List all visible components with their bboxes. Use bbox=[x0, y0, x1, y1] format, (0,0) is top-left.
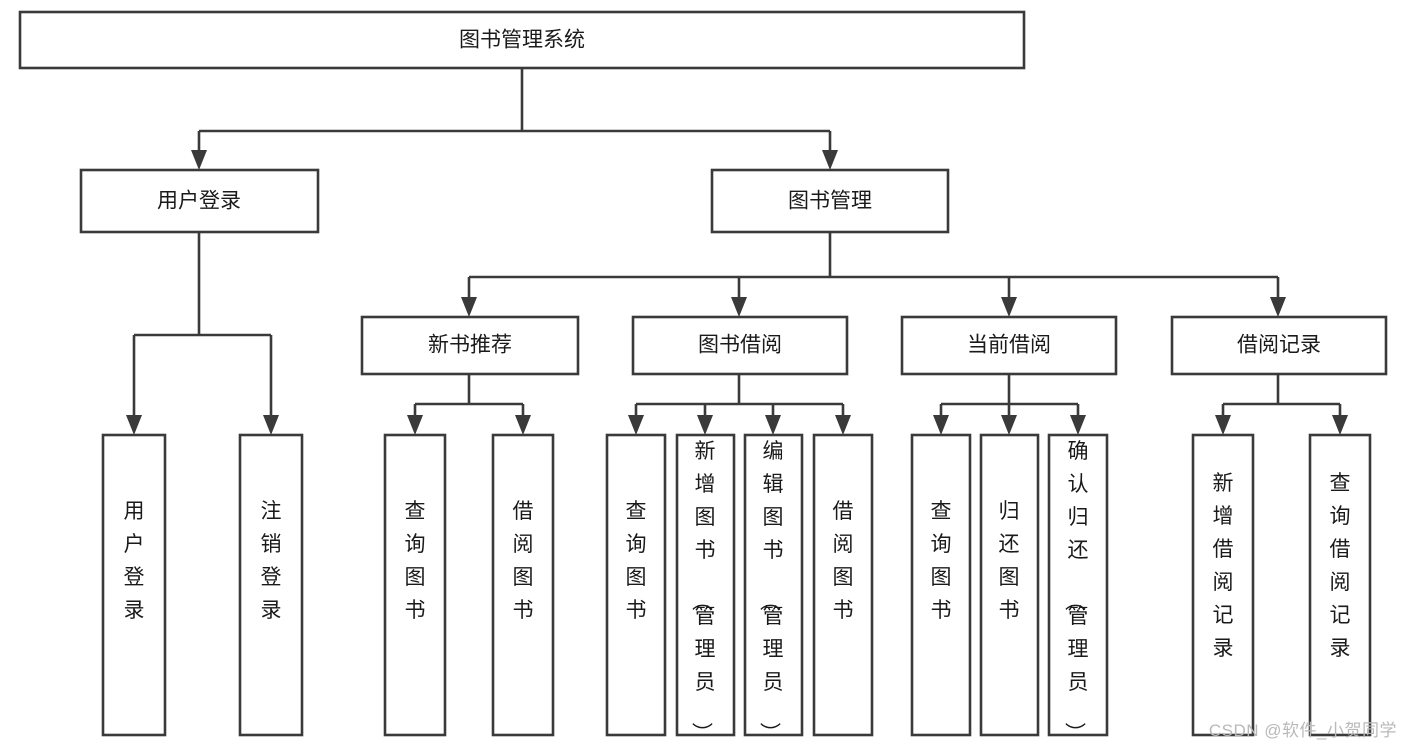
leaf-return-book-box[interactable] bbox=[979, 433, 1040, 737]
leaf-borrow-book-2-label: 借阅图书 bbox=[833, 500, 854, 622]
leaf-user-login-box[interactable] bbox=[101, 433, 167, 737]
connectors bbox=[126, 68, 1348, 435]
leaf-edit-book-box[interactable] bbox=[743, 433, 804, 737]
node-book-manage[interactable]: 图书管理 bbox=[710, 168, 950, 234]
leaf-query-book-1-box[interactable] bbox=[383, 433, 447, 737]
arrow-head-leaf-borrow-book-2 bbox=[835, 415, 851, 435]
node-new-book-rec-box[interactable] bbox=[360, 315, 580, 376]
leaf-query-book-2-box[interactable] bbox=[605, 433, 667, 737]
node-current-borrow-label: 当前借阅 bbox=[967, 334, 1051, 357]
node-root[interactable]: 图书管理系统 bbox=[18, 10, 1026, 70]
arrow-head-book-borrow bbox=[731, 297, 747, 317]
node-borrow-record-box[interactable] bbox=[1170, 315, 1388, 376]
arrow-head-leaf-confirm-return bbox=[1070, 415, 1086, 435]
node-book-borrow-label: 图书借阅 bbox=[698, 334, 782, 357]
arrow-head-current-borrow bbox=[1001, 297, 1017, 317]
leaf-query-book-3-box[interactable] bbox=[910, 433, 972, 737]
leaf-query-book-2[interactable]: 查询图书 bbox=[605, 433, 667, 737]
leaf-borrow-book-1[interactable]: 借阅图书 bbox=[491, 433, 555, 737]
arrow-head-leaf-add-book bbox=[697, 415, 713, 435]
leaf-add-record-label: 新增借阅记录 bbox=[1213, 472, 1234, 660]
node-new-book-rec-label: 新书推荐 bbox=[428, 334, 512, 357]
leaf-query-record-box[interactable] bbox=[1308, 433, 1372, 737]
leaf-confirm-return[interactable]: 确认归还（管理员） bbox=[1047, 433, 1109, 743]
arrow-head-book-manage bbox=[822, 150, 838, 170]
leaf-borrow-book-1-label: 借阅图书 bbox=[513, 500, 534, 622]
leaf-add-book-box[interactable] bbox=[675, 433, 736, 737]
arrow-head-user-login bbox=[191, 150, 207, 170]
node-current-borrow[interactable]: 当前借阅 bbox=[900, 315, 1118, 376]
leaf-user-login-label: 用户登录 bbox=[124, 500, 145, 622]
leaf-query-book-2-label: 查询图书 bbox=[626, 500, 647, 622]
leaf-add-book-label: 新增图书（管理员） bbox=[690, 440, 716, 743]
leaf-query-book-3-label: 查询图书 bbox=[931, 500, 952, 622]
node-user-login-box[interactable] bbox=[79, 168, 320, 234]
leaf-user-login[interactable]: 用户登录 bbox=[101, 433, 167, 737]
leaf-logout[interactable]: 注销登录 bbox=[238, 433, 304, 737]
arrow-head-leaf-user-login bbox=[126, 415, 142, 435]
arrow-head-new-book-rec bbox=[461, 297, 477, 317]
leaf-query-record[interactable]: 查询借阅记录 bbox=[1308, 433, 1372, 737]
node-book-manage-box[interactable] bbox=[710, 168, 950, 234]
arrow-head-leaf-borrow-book-1 bbox=[515, 415, 531, 435]
arrow-head-leaf-return-book bbox=[1001, 415, 1017, 435]
leaf-confirm-return-label: 确认归还（管理员） bbox=[1063, 440, 1089, 743]
node-root-label: 图书管理系统 bbox=[459, 29, 585, 52]
node-root-box[interactable] bbox=[18, 10, 1026, 70]
arrow-head-leaf-edit-book bbox=[765, 415, 781, 435]
leaf-return-book[interactable]: 归还图书 bbox=[979, 433, 1040, 737]
node-user-login-label: 用户登录 bbox=[157, 190, 241, 213]
leaf-add-record-box[interactable] bbox=[1191, 433, 1255, 737]
arrow-head-leaf-query-record bbox=[1332, 415, 1348, 435]
csdn-watermark: CSDN @软件_小贺同学 bbox=[1208, 721, 1397, 740]
leaf-borrow-book-2-box[interactable] bbox=[812, 433, 874, 737]
leaf-borrow-book-2[interactable]: 借阅图书 bbox=[812, 433, 874, 737]
leaf-logout-label: 注销登录 bbox=[261, 500, 282, 622]
leaf-logout-box[interactable] bbox=[238, 433, 304, 737]
leaf-borrow-book-1-box[interactable] bbox=[491, 433, 555, 737]
node-book-borrow-box[interactable] bbox=[631, 315, 849, 376]
node-borrow-record[interactable]: 借阅记录 bbox=[1170, 315, 1388, 376]
leaf-edit-book[interactable]: 编辑图书（管理员） bbox=[743, 433, 804, 743]
arrow-head-leaf-add-record bbox=[1215, 415, 1231, 435]
arrow-head-leaf-query-book-2 bbox=[628, 415, 644, 435]
leaf-edit-book-label: 编辑图书（管理员） bbox=[758, 440, 784, 743]
leaf-query-record-label: 查询借阅记录 bbox=[1330, 472, 1351, 660]
arrow-head-leaf-query-book-3 bbox=[933, 415, 949, 435]
node-user-login[interactable]: 用户登录 bbox=[79, 168, 320, 234]
leaf-query-book-1[interactable]: 查询图书 bbox=[383, 433, 447, 737]
node-book-manage-label: 图书管理 bbox=[788, 190, 872, 213]
arrow-head-leaf-query-book-1 bbox=[407, 415, 423, 435]
node-book-borrow[interactable]: 图书借阅 bbox=[631, 315, 849, 376]
leaf-query-book-1-label: 查询图书 bbox=[405, 500, 426, 622]
arrow-head-borrow-record bbox=[1270, 297, 1286, 317]
node-new-book-rec[interactable]: 新书推荐 bbox=[360, 315, 580, 376]
leaf-return-book-label: 归还图书 bbox=[999, 500, 1020, 622]
leaf-query-book-3[interactable]: 查询图书 bbox=[910, 433, 972, 737]
arrow-head-leaf-logout bbox=[263, 415, 279, 435]
node-current-borrow-box[interactable] bbox=[900, 315, 1118, 376]
leaf-confirm-return-box[interactable] bbox=[1047, 433, 1109, 737]
node-borrow-record-label: 借阅记录 bbox=[1237, 334, 1321, 357]
leaf-add-book[interactable]: 新增图书（管理员） bbox=[675, 433, 736, 743]
leaf-add-record[interactable]: 新增借阅记录 bbox=[1191, 433, 1255, 737]
